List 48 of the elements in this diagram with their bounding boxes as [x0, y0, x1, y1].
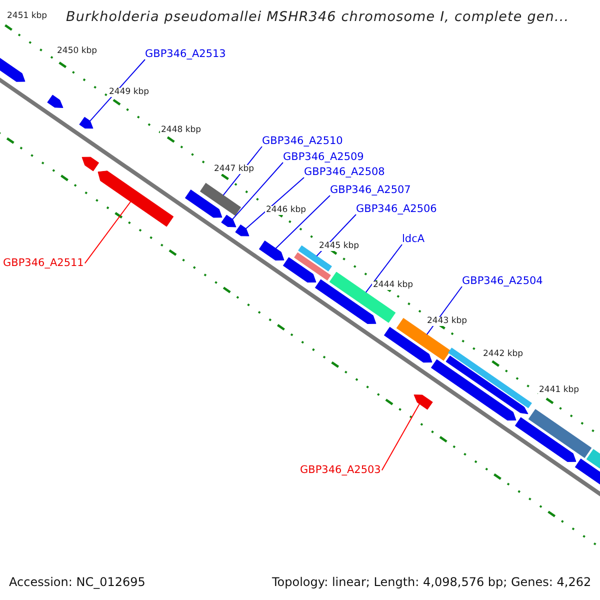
gene-feature: [200, 182, 242, 216]
gene-feature: [528, 409, 592, 458]
gene-feature: [430, 359, 516, 421]
scale-label: 2446 kbp: [265, 206, 308, 214]
scale-label: 2442 kbp: [482, 350, 524, 358]
leader-line: [381, 404, 420, 471]
gene-label: GBP346_A2509: [283, 152, 364, 162]
scale-label: 2450 kbp: [56, 47, 98, 56]
gene-feature: [514, 417, 576, 462]
leader-line: [246, 177, 304, 229]
scale-label: 2443 kbp: [426, 317, 468, 326]
gene-feature: [294, 252, 331, 281]
gene-label: GBP346_A2508: [304, 167, 385, 178]
scale-label: 2447 kbp: [213, 165, 256, 174]
scale-label: 2451 kbp: [6, 12, 48, 20]
gene-feature: [396, 318, 451, 361]
footer-text: Accession: NC_012695: [9, 576, 146, 588]
scale-label: 2448 kbp: [160, 126, 202, 134]
gene-label: GBP346_A2510: [262, 136, 343, 146]
gene-feature: [79, 116, 94, 129]
gene-label: GBP346_A2507: [330, 185, 411, 196]
scale-label: 2444 kbp: [372, 281, 414, 290]
gene-label: ldcA: [402, 234, 425, 244]
gene-label: GBP346_A2511: [3, 258, 84, 268]
leader-line: [84, 201, 132, 264]
scale-label: 2445 kbp: [318, 242, 360, 250]
gene-feature: [329, 272, 396, 323]
gene-label: GBP346_A2506: [356, 204, 437, 214]
leader-line: [365, 244, 402, 293]
gene-feature: [47, 94, 64, 108]
leader-line: [232, 162, 284, 220]
gene-label: GBP346_A2503: [300, 465, 381, 476]
scale-label: 2441 kbp: [538, 386, 580, 394]
gene-feature: [282, 257, 316, 283]
gene-feature: [448, 348, 532, 408]
gene-label: GBP346_A2513: [145, 49, 226, 60]
gene-feature: [235, 224, 250, 236]
leader-line: [275, 195, 330, 249]
gene-feature: [184, 190, 222, 218]
footer-text: Topology: linear; Length: 4,098,576 bp; Genes: 4,262: [272, 576, 592, 588]
gene-feature: [414, 394, 433, 410]
title: Burkholderia pseudomallei MSHR346 chromosome I, complete gen...: [66, 11, 570, 24]
gene-feature: [98, 170, 174, 227]
gene-feature: [384, 326, 432, 363]
gene-feature: [258, 240, 284, 261]
scale-label: 2449 kbp: [108, 88, 150, 96]
gene-label: GBP346_A2504: [462, 276, 543, 286]
gene-feature: [82, 156, 100, 172]
